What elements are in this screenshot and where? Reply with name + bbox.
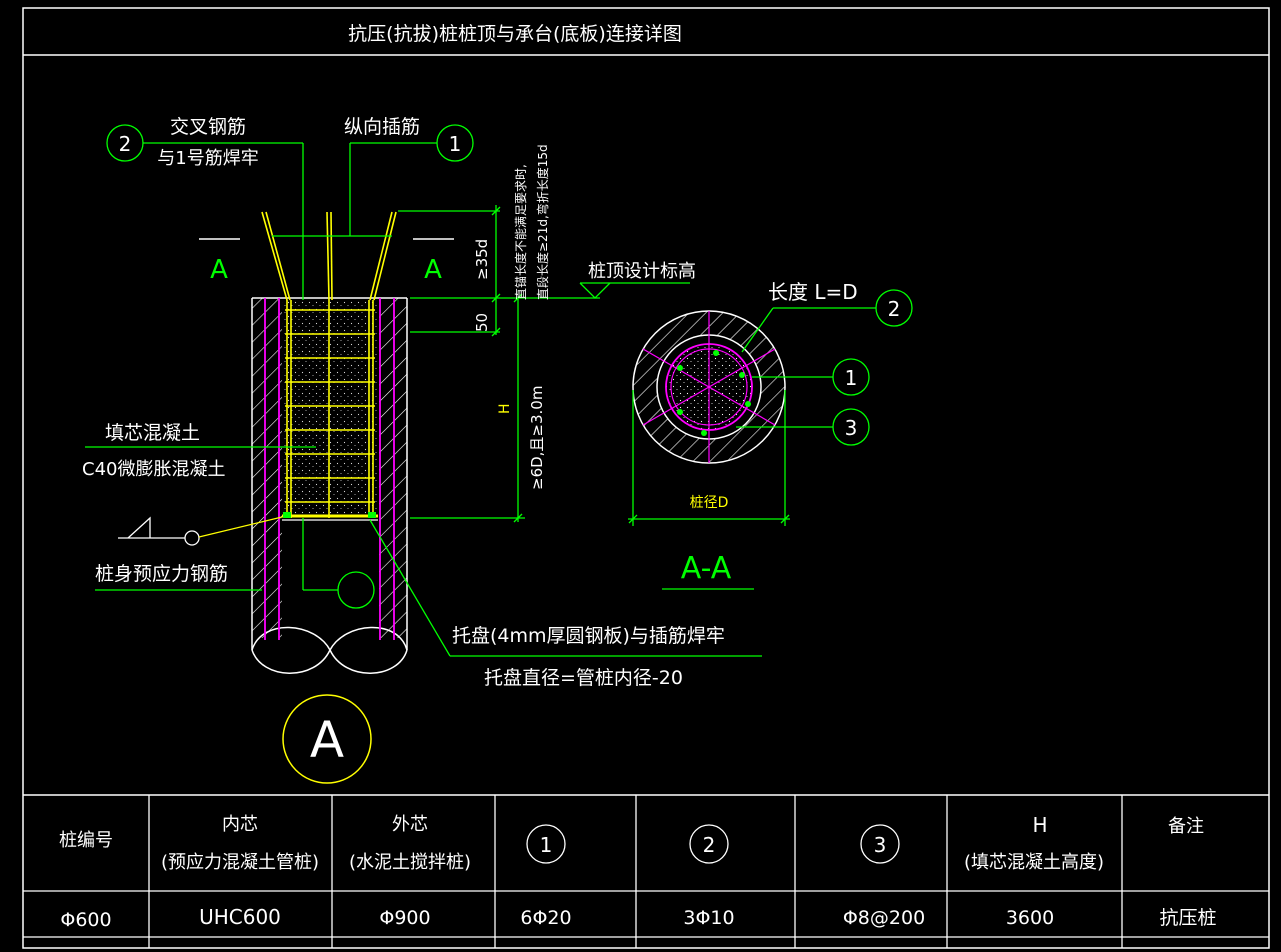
tray-diameter-label: 托盘直径=管桩内径-20 xyxy=(484,667,683,689)
td-outer-core: Φ900 xyxy=(379,907,430,929)
pile-elevation xyxy=(251,297,408,674)
callout-2-number: 2 xyxy=(119,132,132,156)
callout-1-number: 1 xyxy=(449,132,462,156)
td-inner-core: UHC600 xyxy=(199,905,281,929)
tray-leader xyxy=(369,519,762,657)
th-rebar-1: 1 xyxy=(540,833,553,857)
th-outer-core-sub: (水泥土搅拌桩) xyxy=(349,852,471,873)
pile-top-elevation-mark xyxy=(579,282,690,299)
th-rebar-2: 2 xyxy=(703,833,716,857)
section-callout-3: 3 xyxy=(845,416,858,440)
td-h: 3600 xyxy=(1006,907,1054,929)
fill-concrete-label: 填芯混凝土 xyxy=(105,422,200,444)
th-pile-id: 桩编号 xyxy=(59,830,113,851)
dimensions xyxy=(398,205,600,523)
section-callout-2: 2 xyxy=(888,297,901,321)
th-h-sub: (填芯混凝土高度) xyxy=(964,852,1104,873)
length-label: 长度 L=D xyxy=(768,280,858,304)
th-inner-core-sub: (预应力混凝土管桩) xyxy=(161,852,319,873)
anchor-note-1: 直锚长度不能满足要求时, xyxy=(513,164,528,300)
tray-label: 托盘(4mm厚圆钢板)与插筋焊牢 xyxy=(452,625,725,647)
callout-long-rebar xyxy=(349,124,474,236)
detail-mark-letter: A xyxy=(310,711,344,769)
hollow-callout xyxy=(302,518,375,609)
weld-symbol xyxy=(118,516,283,546)
th-remark: 备注 xyxy=(1168,816,1204,837)
table-header-circles xyxy=(526,824,900,864)
dim-h-value: ≥6D,且≥3.0m xyxy=(528,386,546,490)
pile-top-label: 桩顶设计标高 xyxy=(588,261,696,282)
drawing-title: 抗压(抗拔)桩桩顶与承台(底板)连接详图 xyxy=(348,23,682,45)
anchor-note-2: 直段长度≥21d,弯折长度15d xyxy=(535,144,550,300)
dim-h: H xyxy=(497,403,513,414)
th-outer-core: 外芯 xyxy=(392,814,428,835)
th-rebar-3: 3 xyxy=(874,833,887,857)
cross-rebar-label: 交叉钢筋 xyxy=(170,116,246,138)
dim-50: 50 xyxy=(473,313,491,332)
section-mark-right: A xyxy=(424,255,442,285)
rebar-table-grid xyxy=(23,795,1269,948)
diameter-label: 桩径D xyxy=(690,494,729,511)
td-rebar-3: Φ8@200 xyxy=(843,907,925,929)
td-rebar-2: 3Φ10 xyxy=(683,907,734,929)
th-inner-core: 内芯 xyxy=(222,814,258,835)
tray-welds xyxy=(283,512,376,518)
section-mark-left: A xyxy=(210,255,228,285)
dim-35d: ≥35d xyxy=(473,239,491,280)
section-aa xyxy=(632,310,786,464)
callout-cross-rebar xyxy=(106,124,304,300)
long-rebar-label: 纵向插筋 xyxy=(344,116,420,138)
fill-concrete-grade: C40微膨胀混凝土 xyxy=(82,459,225,480)
section-callout-1: 1 xyxy=(845,366,858,390)
detail-mark-circle xyxy=(282,694,372,784)
rebar-cage xyxy=(261,211,397,518)
td-remark: 抗压桩 xyxy=(1159,907,1216,929)
th-h: H xyxy=(1032,813,1047,837)
diameter-dimension xyxy=(628,390,790,526)
cross-rebar-label-2: 与1号筋焊牢 xyxy=(157,148,258,169)
drawing-frame xyxy=(22,7,1270,949)
prestress-rebar-label: 桩身预应力钢筋 xyxy=(95,563,228,585)
section-title: A-A xyxy=(681,551,732,586)
td-pile-id: Φ600 xyxy=(60,909,111,931)
td-rebar-1: 6Φ20 xyxy=(520,907,571,929)
